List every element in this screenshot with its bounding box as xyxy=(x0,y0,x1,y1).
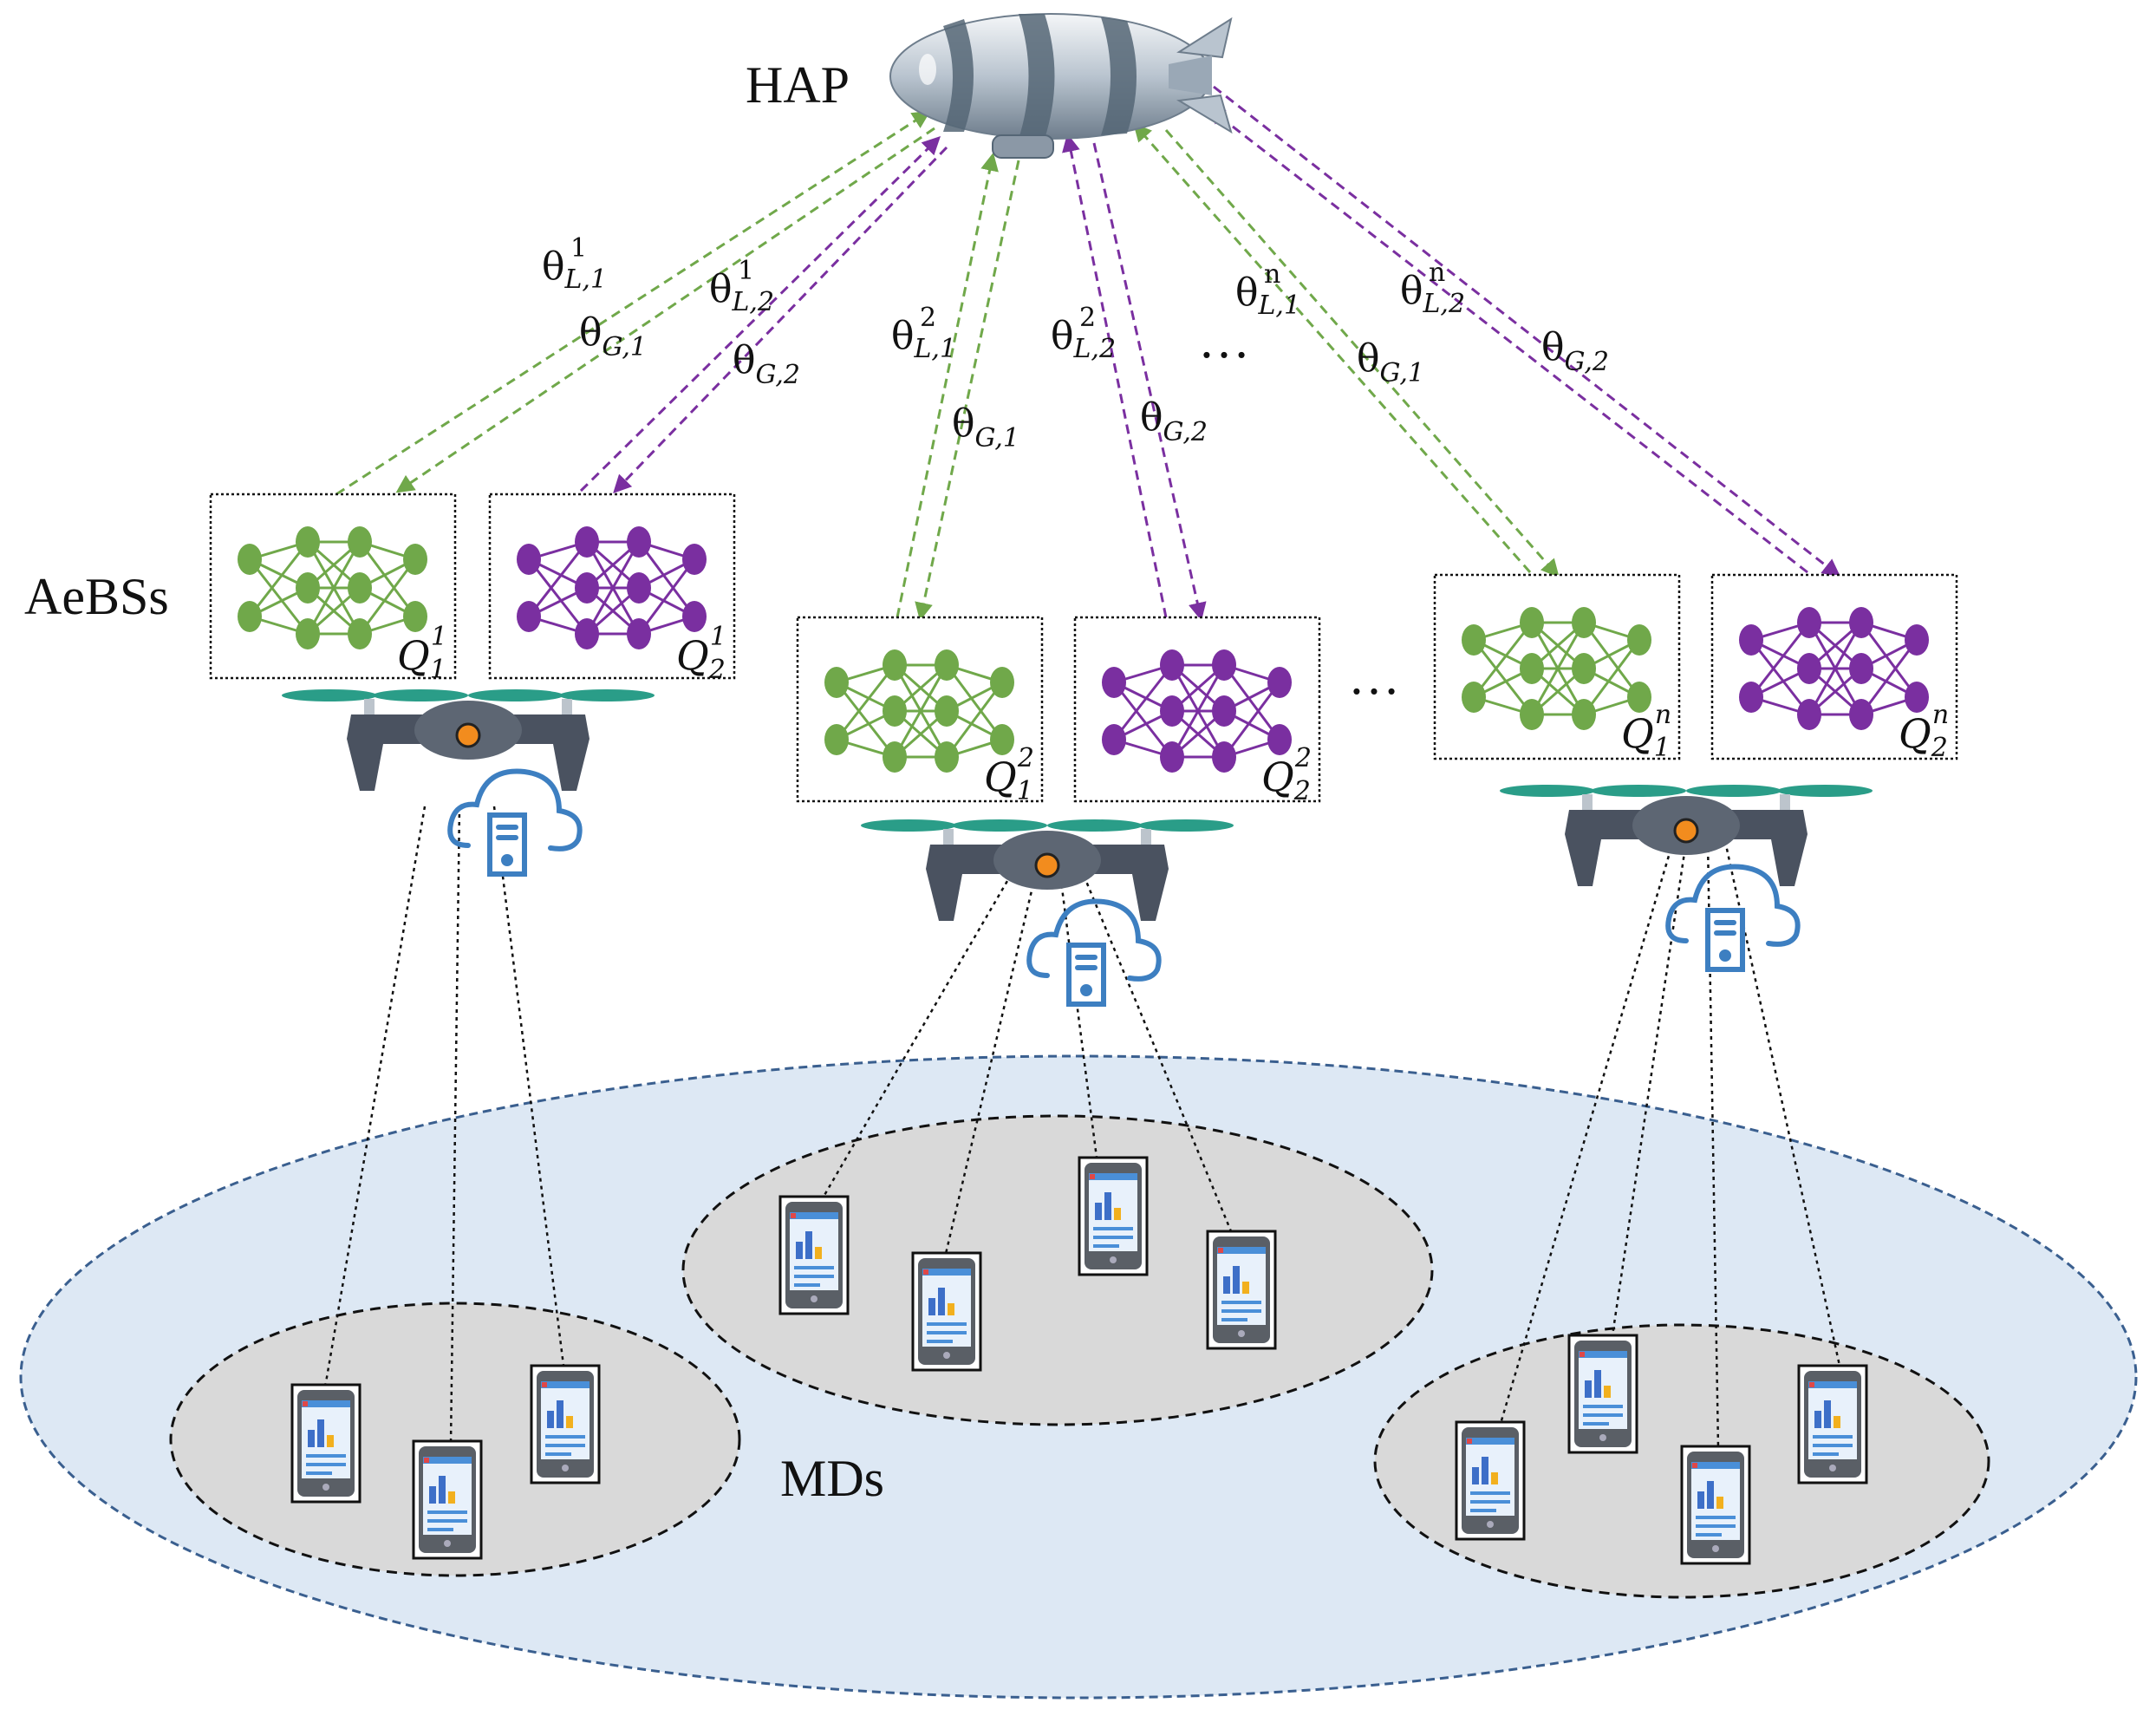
mobile-devices xyxy=(290,1156,1868,1565)
mobile-device-icon xyxy=(1680,1445,1751,1565)
hap-label: HAP xyxy=(746,56,850,114)
drone-icon xyxy=(282,689,655,877)
param-label: θG,2 xyxy=(733,338,800,390)
edge-cloud-icon xyxy=(1665,864,1801,972)
mobile-device-icon xyxy=(412,1439,483,1560)
param-links xyxy=(335,85,1841,622)
param-label: θL,11 xyxy=(542,233,607,295)
q-label: Q12 xyxy=(984,743,1034,806)
mobile-device-icon xyxy=(1078,1156,1149,1276)
aebs-drones xyxy=(282,689,1873,1007)
mobile-device-icon xyxy=(1567,1334,1638,1454)
drone-icon xyxy=(1500,785,1873,972)
param-label: θL,1n xyxy=(1235,259,1300,321)
neural-network-box xyxy=(1073,616,1321,803)
param-label: θG,2 xyxy=(1541,325,1609,377)
mds-label: MDs xyxy=(780,1450,884,1507)
q-label: Q21 xyxy=(676,622,726,685)
hap-blimp-icon xyxy=(889,13,1233,159)
param-label: θL,21 xyxy=(709,256,774,317)
ellipsis-mid: … xyxy=(1348,648,1400,705)
param-labels: θL,11 θG,1 θL,21 θG,2 θL,12 θG,1 θL,22 θ… xyxy=(542,233,1609,453)
drone-icon xyxy=(861,819,1234,1007)
q-labels: Q11 Q21 Q12 Q22 Q1n Q2n xyxy=(397,622,1949,806)
mobile-device-icon xyxy=(1206,1230,1277,1350)
edge-cloud-icon xyxy=(1026,898,1162,1007)
neural-networks xyxy=(209,493,1958,803)
neural-network-box xyxy=(209,493,457,680)
q-label: Q22 xyxy=(1261,743,1312,806)
mobile-device-icon xyxy=(1797,1364,1868,1484)
q-label: Q11 xyxy=(397,622,447,685)
param-label: θG,1 xyxy=(579,310,647,362)
param-label: θL,12 xyxy=(891,303,956,364)
mobile-device-icon xyxy=(290,1383,362,1504)
neural-network-box xyxy=(1710,573,1958,760)
q-label: Q2n xyxy=(1899,700,1949,763)
param-label: θG,1 xyxy=(1357,336,1424,388)
neural-network-box xyxy=(1433,573,1681,760)
neural-network-box xyxy=(488,493,736,680)
param-label: θL,2n xyxy=(1400,258,1465,319)
mobile-device-icon xyxy=(1455,1420,1526,1541)
q-label: Q1n xyxy=(1621,700,1671,763)
edge-cloud-icon xyxy=(447,768,583,877)
param-label: θG,1 xyxy=(952,401,1019,453)
aebss-label: AeBSs xyxy=(24,568,169,625)
param-label: θG,2 xyxy=(1140,395,1208,447)
param-label: θL,22 xyxy=(1051,303,1116,364)
md-links xyxy=(323,806,1841,1449)
ellipsis-top: … xyxy=(1198,311,1250,369)
mobile-device-icon xyxy=(530,1364,601,1484)
neural-network-box xyxy=(796,616,1044,803)
mobile-device-icon xyxy=(778,1195,850,1315)
mobile-device-icon xyxy=(911,1251,982,1372)
